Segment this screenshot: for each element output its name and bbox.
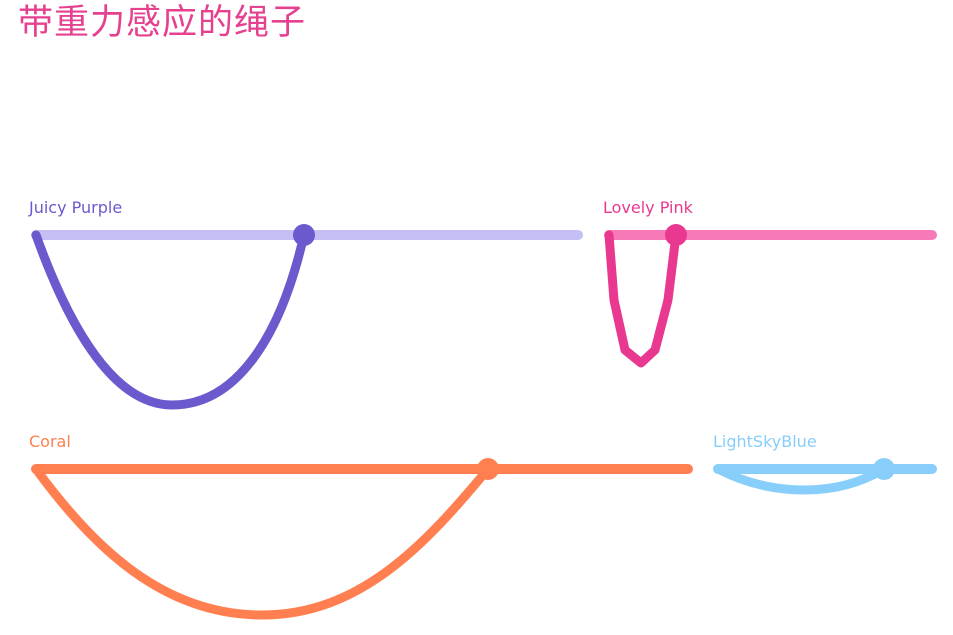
lovely-pink-handle[interactable] [665, 224, 687, 246]
rope-lovely-pink [604, 224, 937, 368]
light-sky-blue-rope [713, 464, 889, 495]
page-title: 带重力感应的绳子 [18, 3, 307, 43]
rope-juicy-purple [31, 224, 583, 410]
rope-label-juicy-purple: Juicy Purple [29, 198, 123, 217]
light-sky-blue-handle[interactable] [873, 458, 895, 480]
rope-light-sky-blue [713, 458, 937, 495]
juicy-purple-rope [31, 230, 309, 410]
coral-rope [31, 464, 493, 620]
rope-coral [31, 458, 693, 620]
lovely-pink-rope [604, 230, 681, 368]
rope-label-light-sky-blue: LightSkyBlue [713, 432, 817, 451]
coral-handle[interactable] [477, 458, 499, 480]
rope-label-coral: Coral [29, 432, 71, 451]
juicy-purple-handle[interactable] [293, 224, 315, 246]
rope-label-lovely-pink: Lovely Pink [603, 198, 693, 217]
